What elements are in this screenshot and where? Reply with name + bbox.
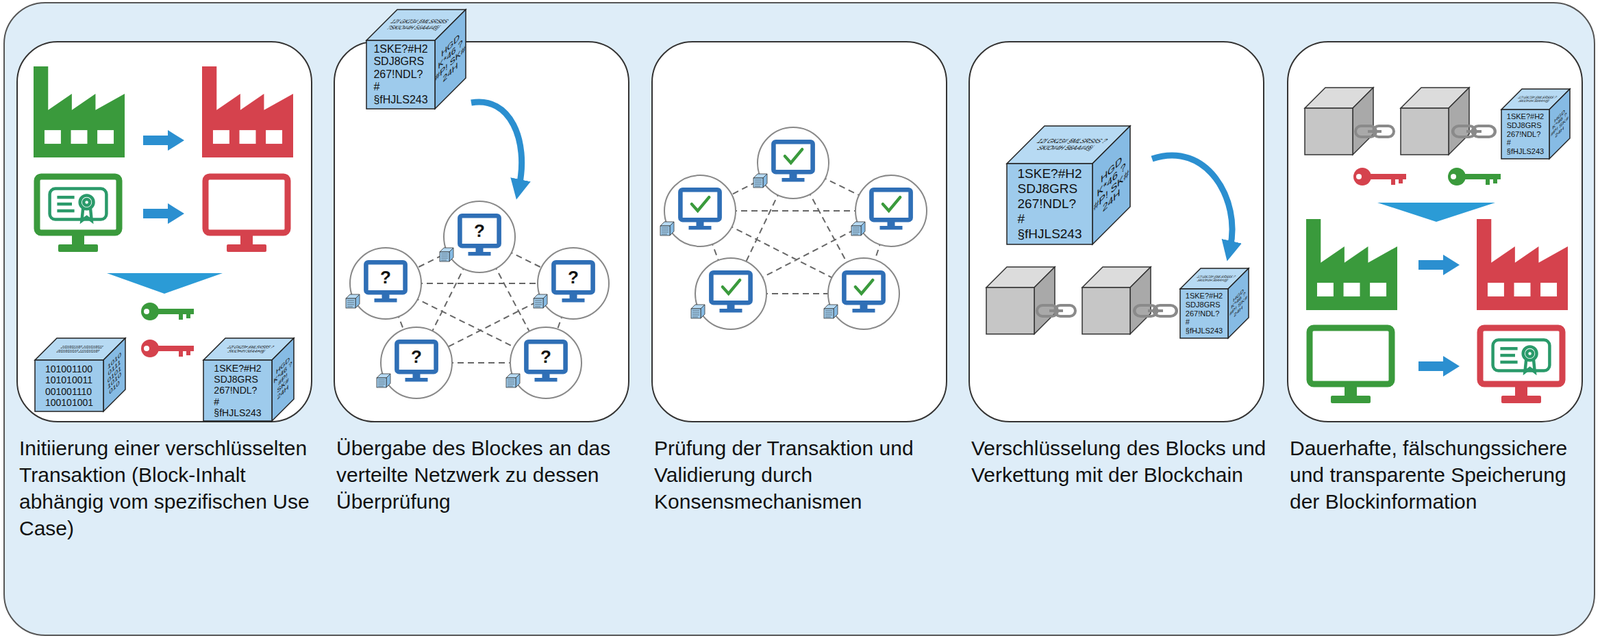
cube-face xyxy=(203,360,272,422)
step-caption: Dauerhafte, fälschungssichere und transp… xyxy=(1289,434,1595,516)
cube-face xyxy=(366,40,435,109)
step-panel: Dauerhafte, fälschungssichere und transp… xyxy=(1286,41,1583,423)
cube-face xyxy=(1006,163,1093,245)
question-mark: ? xyxy=(567,268,579,287)
validated-network xyxy=(660,127,927,330)
block-front-text: 1SKE?#H2 SDJ8GRS 267!NDL?# §fHJLS243 xyxy=(373,43,428,107)
data-block-cube: 101001100 101010011 001001110 1001010011… xyxy=(34,338,126,412)
question-mark: ? xyxy=(380,268,392,287)
cube-face xyxy=(103,338,126,412)
block-front-text: 1SKE?#H2 SDJ8GRS 267!NDL?# §fHJLS243 xyxy=(1506,112,1544,156)
step-caption: Übergabe des Blockes an das verteilte Ne… xyxy=(336,434,642,516)
block-front-text: 1SKE?#H2 SDJ8GRS 267!NDL?# §fHJLS243 xyxy=(1185,291,1223,335)
block-front-text: 1SKE?#H2 SDJ8GRS 267!NDL?# §fHJLS243 xyxy=(213,363,261,418)
step-caption: Initiierung einer verschlüsselten Transa… xyxy=(19,434,324,542)
cube-face xyxy=(1228,268,1249,339)
data-block-cube: 1SKE?#H2 SDJ8GRS 267!NDL?# §fHJLS243HGD … xyxy=(203,338,294,422)
network-graph xyxy=(345,102,609,399)
question-mark: ? xyxy=(540,347,552,366)
cube-face xyxy=(1180,289,1229,339)
step-panel: Prüfung der Transaktion und Validierung … xyxy=(651,41,948,423)
data-block-cube: 1SKE?#H2 SDJ8GRS 267!NDL?# §fHJLS243HGD … xyxy=(1180,268,1249,339)
data-block-cube: 1SKE?#H2 SDJ8GRS 267!NDL?# §fHJLS243HGD … xyxy=(1501,89,1570,159)
block-front-text: 101001100 101010011 001001110 100101001 xyxy=(45,363,94,408)
step-panel: Initiierung einer verschlüsselten Transa… xyxy=(16,41,313,423)
step-caption: Verschlüsselung des Blocks und Verkettun… xyxy=(971,434,1277,489)
cube-face xyxy=(1501,109,1550,159)
data-block-cube: 1SKE?#H2 SDJ8GRS 267!NDL?# §fHJLS243HGD … xyxy=(1006,126,1131,245)
step-panel: Verschlüsselung des Blocks und Verkettun… xyxy=(968,41,1265,423)
background-band xyxy=(4,2,1595,636)
block-front-text: 1SKE?#H2 SDJ8GRS 267!NDL?# §fHJLS243 xyxy=(1017,166,1083,242)
sender-receiver-icons xyxy=(33,66,294,358)
question-mark: ? xyxy=(410,347,422,366)
panel-grounds xyxy=(16,41,1583,423)
step-caption: Prüfung der Transaktion und Validierung … xyxy=(654,434,959,516)
cube-face xyxy=(1549,89,1570,159)
cube-face xyxy=(34,360,104,412)
cube-face xyxy=(271,338,294,422)
stored-chain-icons xyxy=(1304,87,1568,404)
question-mark: ? xyxy=(473,221,485,240)
data-block-cube: 1SKE?#H2 SDJ8GRS 267!NDL?# §fHJLS243HGD … xyxy=(366,9,466,109)
